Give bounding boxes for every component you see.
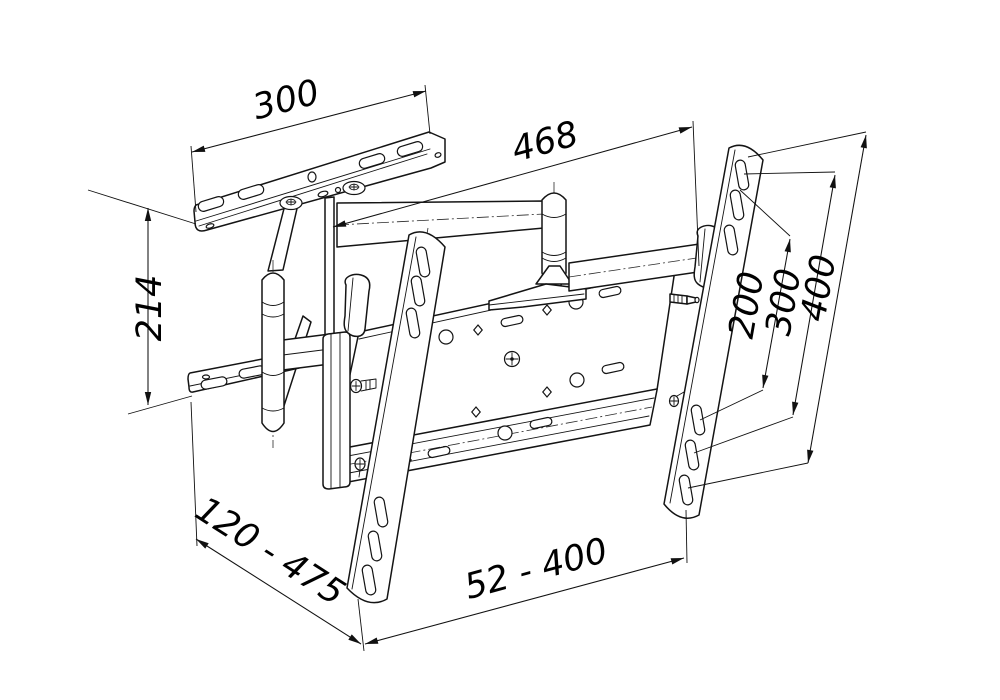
- rail-slot: [723, 224, 739, 256]
- bracket-hole: [317, 190, 329, 198]
- bracket-hole: [334, 186, 342, 194]
- wall-pivot-column: [261, 260, 285, 448]
- bracket-hole: [307, 171, 317, 183]
- plate-diamond-hole: [471, 406, 481, 418]
- pivot-screw-boss: [279, 195, 303, 211]
- bracket-hole: [205, 223, 215, 229]
- plate-centre-screw: [503, 350, 521, 368]
- dimension-label-214: 214: [130, 275, 170, 342]
- right-rail-screw: [668, 391, 685, 408]
- dimension-label-400: 400: [794, 252, 845, 325]
- dimension-label-468: 468: [508, 114, 583, 170]
- rail-slot: [684, 439, 700, 471]
- dimension-wall-bracket-height: 214: [87, 189, 197, 415]
- plate-hole: [569, 372, 585, 388]
- plate-diamond-hole: [473, 324, 483, 336]
- plate-slot: [601, 361, 625, 375]
- left-rail-hook: [343, 273, 371, 338]
- plate-slot: [427, 445, 451, 459]
- left-rail-clamp-channel: [322, 331, 351, 490]
- dimension-mount-width-range: 52 - 400: [364, 509, 688, 645]
- left-rail-screw: [354, 457, 366, 478]
- plate-slot: [529, 416, 553, 430]
- plate-hole: [497, 425, 513, 441]
- right-rail-thumbscrew: [669, 293, 700, 305]
- bracket-slot: [237, 184, 265, 200]
- left-tv-rail: [343, 227, 446, 604]
- plate-slot: [598, 285, 622, 299]
- bracket-slot: [197, 196, 225, 212]
- plate-hole: [438, 329, 454, 345]
- left-rail-screw: [349, 378, 377, 394]
- rail-slot: [678, 474, 694, 506]
- dimension-label-300: 300: [249, 73, 324, 129]
- elbow-pivot-column: [535, 182, 573, 296]
- right-tv-rail: [663, 144, 764, 519]
- rail-slot: [729, 189, 745, 221]
- rail-slot: [373, 496, 389, 528]
- dimension-label-52-400: 52 - 400: [460, 531, 612, 608]
- articulating-arms: [336, 182, 573, 296]
- rail-slot: [410, 275, 426, 307]
- plate-diamond-hole: [542, 386, 552, 398]
- dimension-arm-extension: 468: [332, 114, 700, 267]
- rail-slot: [690, 404, 706, 436]
- wall-post: [324, 196, 335, 343]
- bracket-slot: [200, 376, 228, 390]
- pivot-screw-boss: [342, 180, 366, 196]
- plate-top-clamp: [488, 283, 587, 311]
- rail-slot: [415, 246, 431, 278]
- dimension-label-120-475: 120 - 475: [188, 489, 352, 613]
- bracket-hole: [201, 374, 211, 380]
- plate-diamond-hole: [542, 304, 552, 316]
- upper-arm: [336, 200, 545, 248]
- plate-slot: [500, 314, 524, 328]
- rail-slot: [405, 307, 421, 339]
